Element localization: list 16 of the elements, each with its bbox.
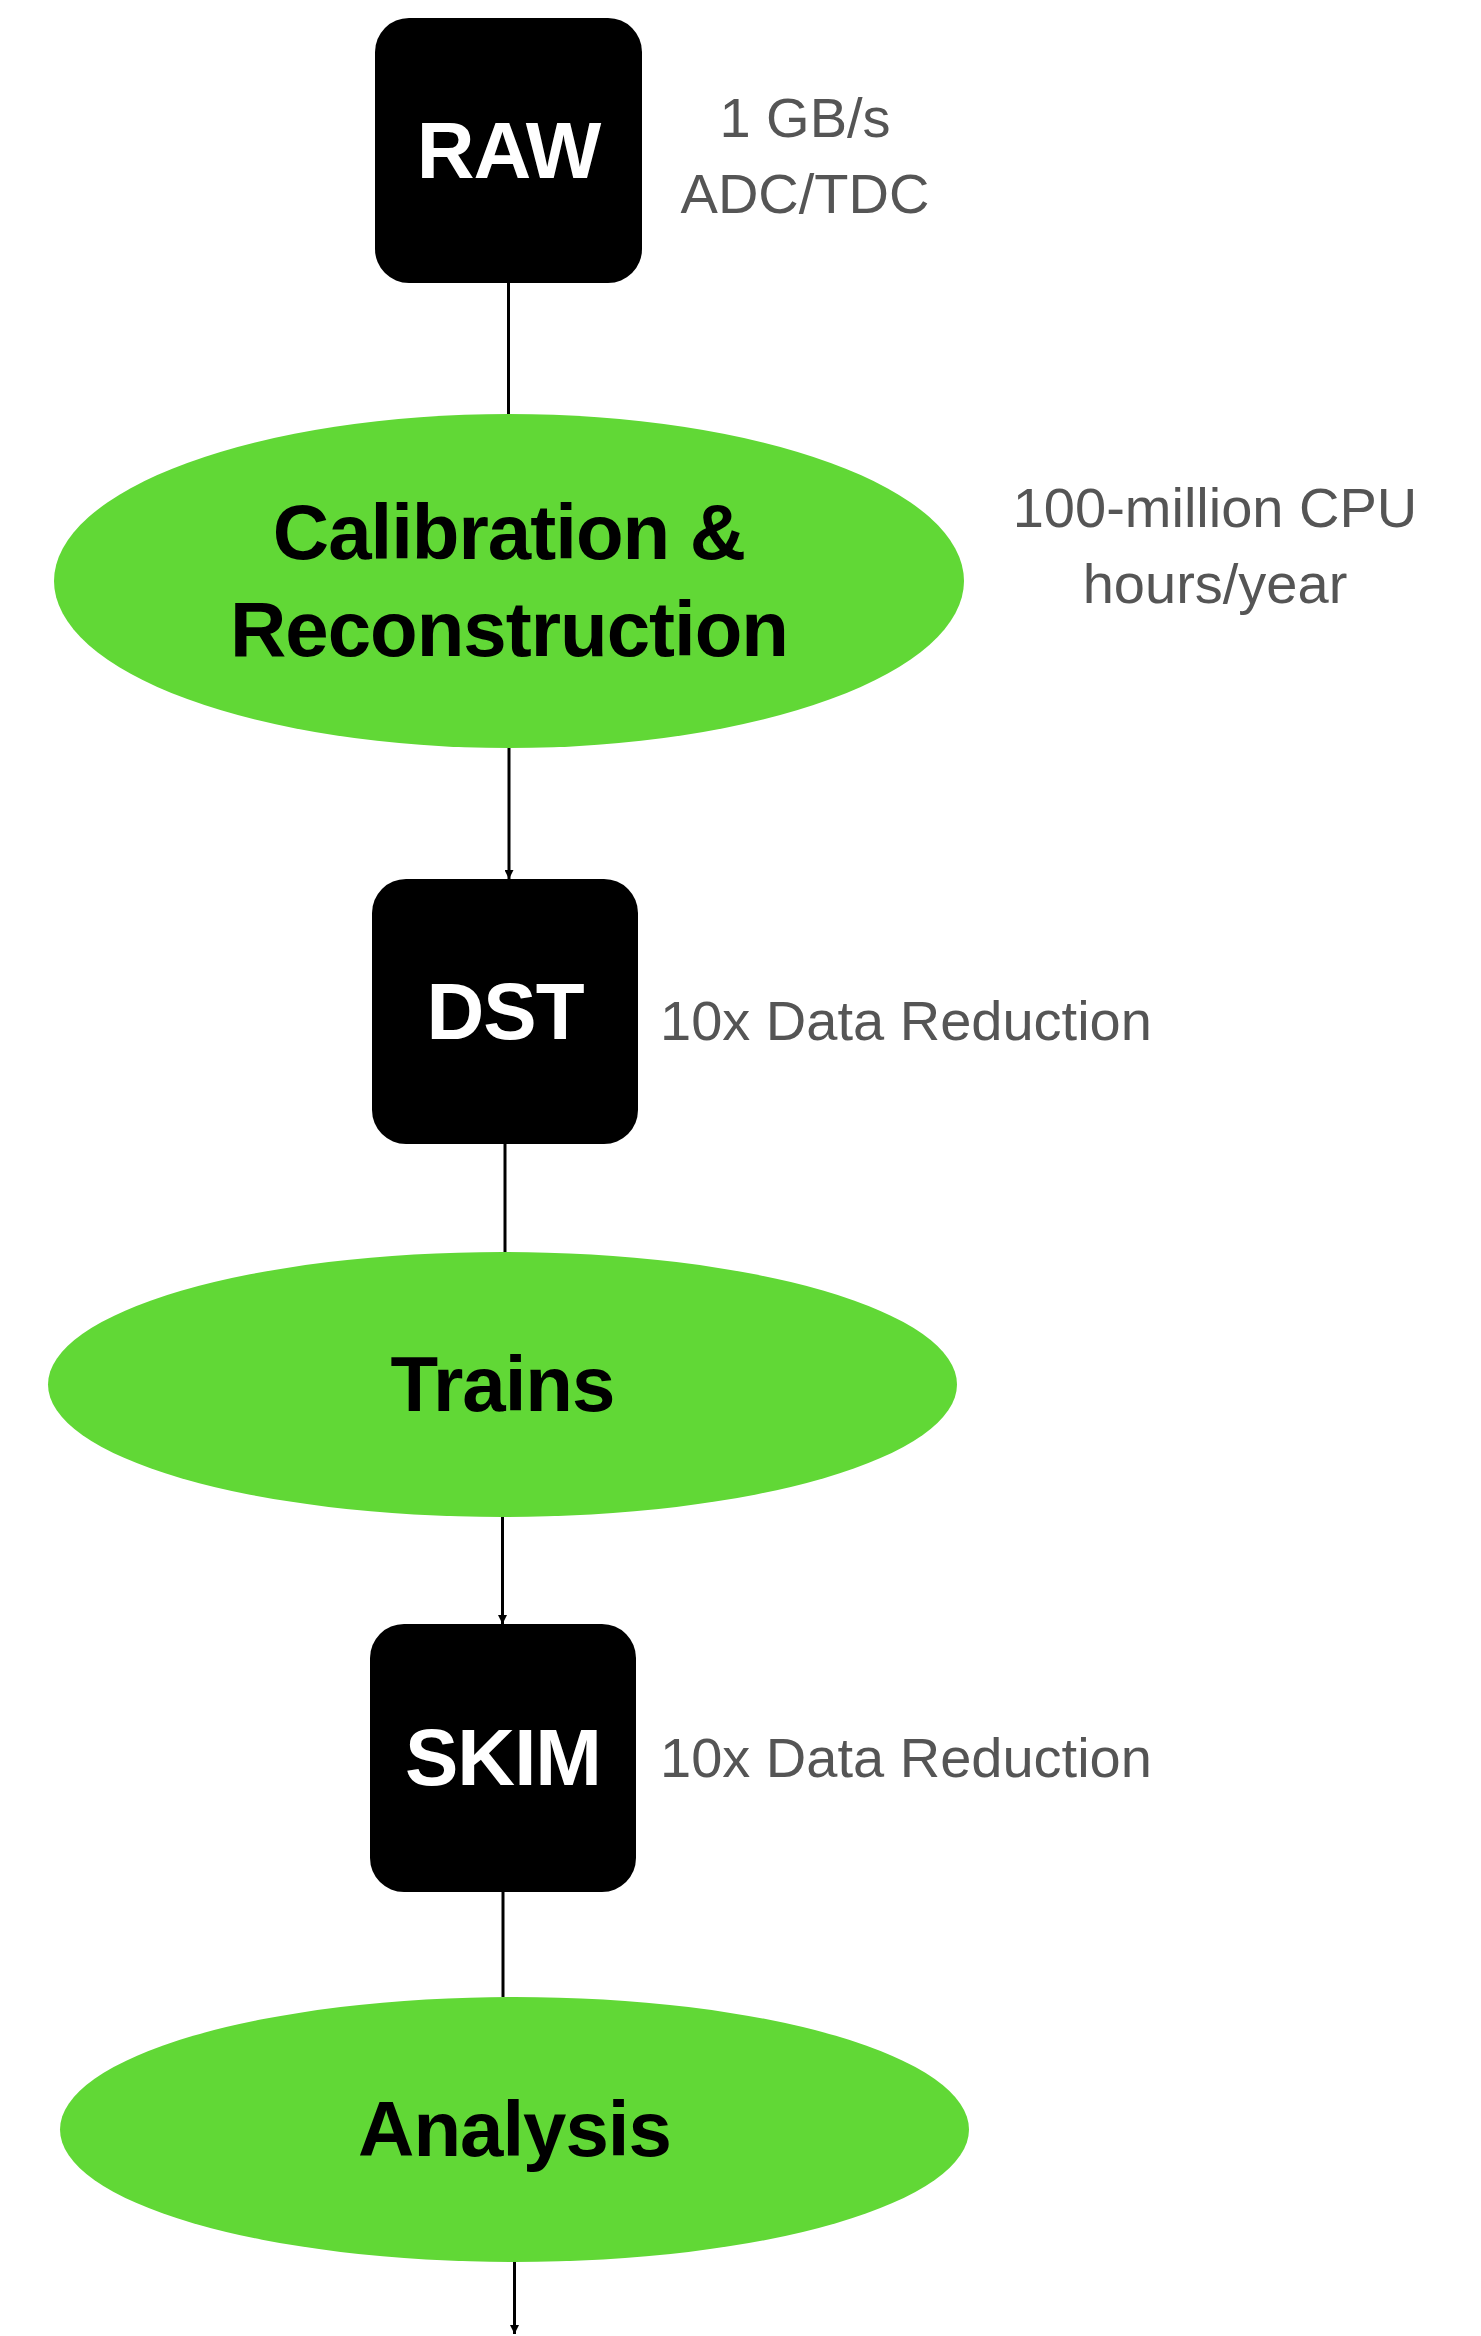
node-label: Calibration & Reconstruction [228,486,790,675]
node-label: Trains [390,1338,615,1430]
annotation-text: 10x Data Reduction [660,1725,1153,1791]
annotation-text: 100-million CPU hours/year [1011,475,1419,617]
node-label: Analysis [358,2083,671,2175]
annotation-text: 1 GB/s ADC/TDC [679,85,931,227]
data-box [372,879,638,1144]
node-label: RAW [416,104,601,197]
node-label: DST [426,965,584,1058]
arrow [510,2262,519,2334]
arrow [498,1517,507,1624]
node-label: SKIM [405,1712,601,1804]
data-box [370,1624,636,1892]
arrow [504,748,514,879]
annotation-text: 10x Data Reduction [660,988,1153,1054]
data-box [375,18,642,283]
